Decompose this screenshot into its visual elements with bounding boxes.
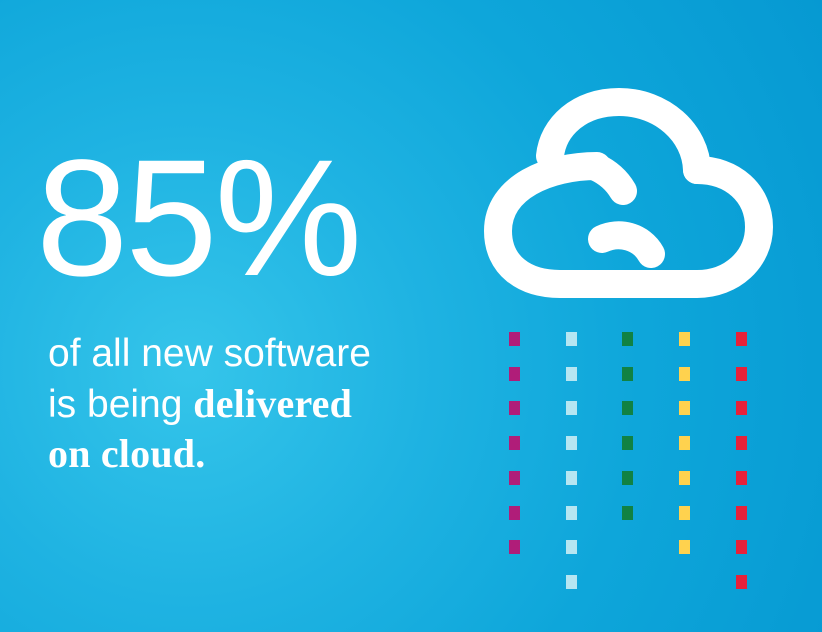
- rain-drop: [566, 332, 577, 346]
- headline-line-2-bold: delivered: [193, 380, 353, 426]
- rain-drop: [622, 367, 633, 381]
- headline-line-3-bold: on cloud.: [48, 431, 206, 477]
- headline-stat: 85%: [36, 126, 362, 311]
- rain-drop: [736, 506, 747, 520]
- rain-drop: [679, 436, 690, 450]
- rain-drop: [509, 471, 520, 485]
- rain-drop: [622, 332, 633, 346]
- rain-drop: [736, 436, 747, 450]
- rain-drop: [566, 471, 577, 485]
- headline-line-2: is being delivered: [48, 379, 458, 430]
- rain-drop: [566, 540, 577, 554]
- rain-drop: [509, 367, 520, 381]
- rain-drop: [622, 436, 633, 450]
- headline-text: of all new software is being delivered o…: [48, 329, 458, 480]
- rain-drop: [736, 367, 747, 381]
- rain-drop: [736, 332, 747, 346]
- rain-drop: [736, 401, 747, 415]
- rain-drop: [509, 506, 520, 520]
- rain-drop: [509, 332, 520, 346]
- rain-drop: [622, 471, 633, 485]
- rain-drop: [679, 506, 690, 520]
- rain-drop: [566, 367, 577, 381]
- rain-drop: [566, 436, 577, 450]
- rain-drop: [679, 332, 690, 346]
- rain-drop: [736, 540, 747, 554]
- rain-drop: [509, 401, 520, 415]
- rain-drop: [679, 540, 690, 554]
- rain-drop: [679, 401, 690, 415]
- rain-drop: [736, 471, 747, 485]
- rain-drop: [566, 575, 577, 589]
- rain-drop: [509, 436, 520, 450]
- rain-drop: [679, 471, 690, 485]
- headline-line-1: of all new software: [48, 332, 371, 375]
- rain-drop: [566, 401, 577, 415]
- rain-drop: [622, 401, 633, 415]
- data-rain: [509, 332, 751, 592]
- cloud-icon: [476, 78, 780, 305]
- rain-drop: [622, 506, 633, 520]
- headline-line-2-regular: is being: [48, 382, 194, 426]
- rain-drop: [566, 506, 577, 520]
- rain-drop: [509, 540, 520, 554]
- rain-drop: [679, 367, 690, 381]
- rain-drop: [736, 575, 747, 589]
